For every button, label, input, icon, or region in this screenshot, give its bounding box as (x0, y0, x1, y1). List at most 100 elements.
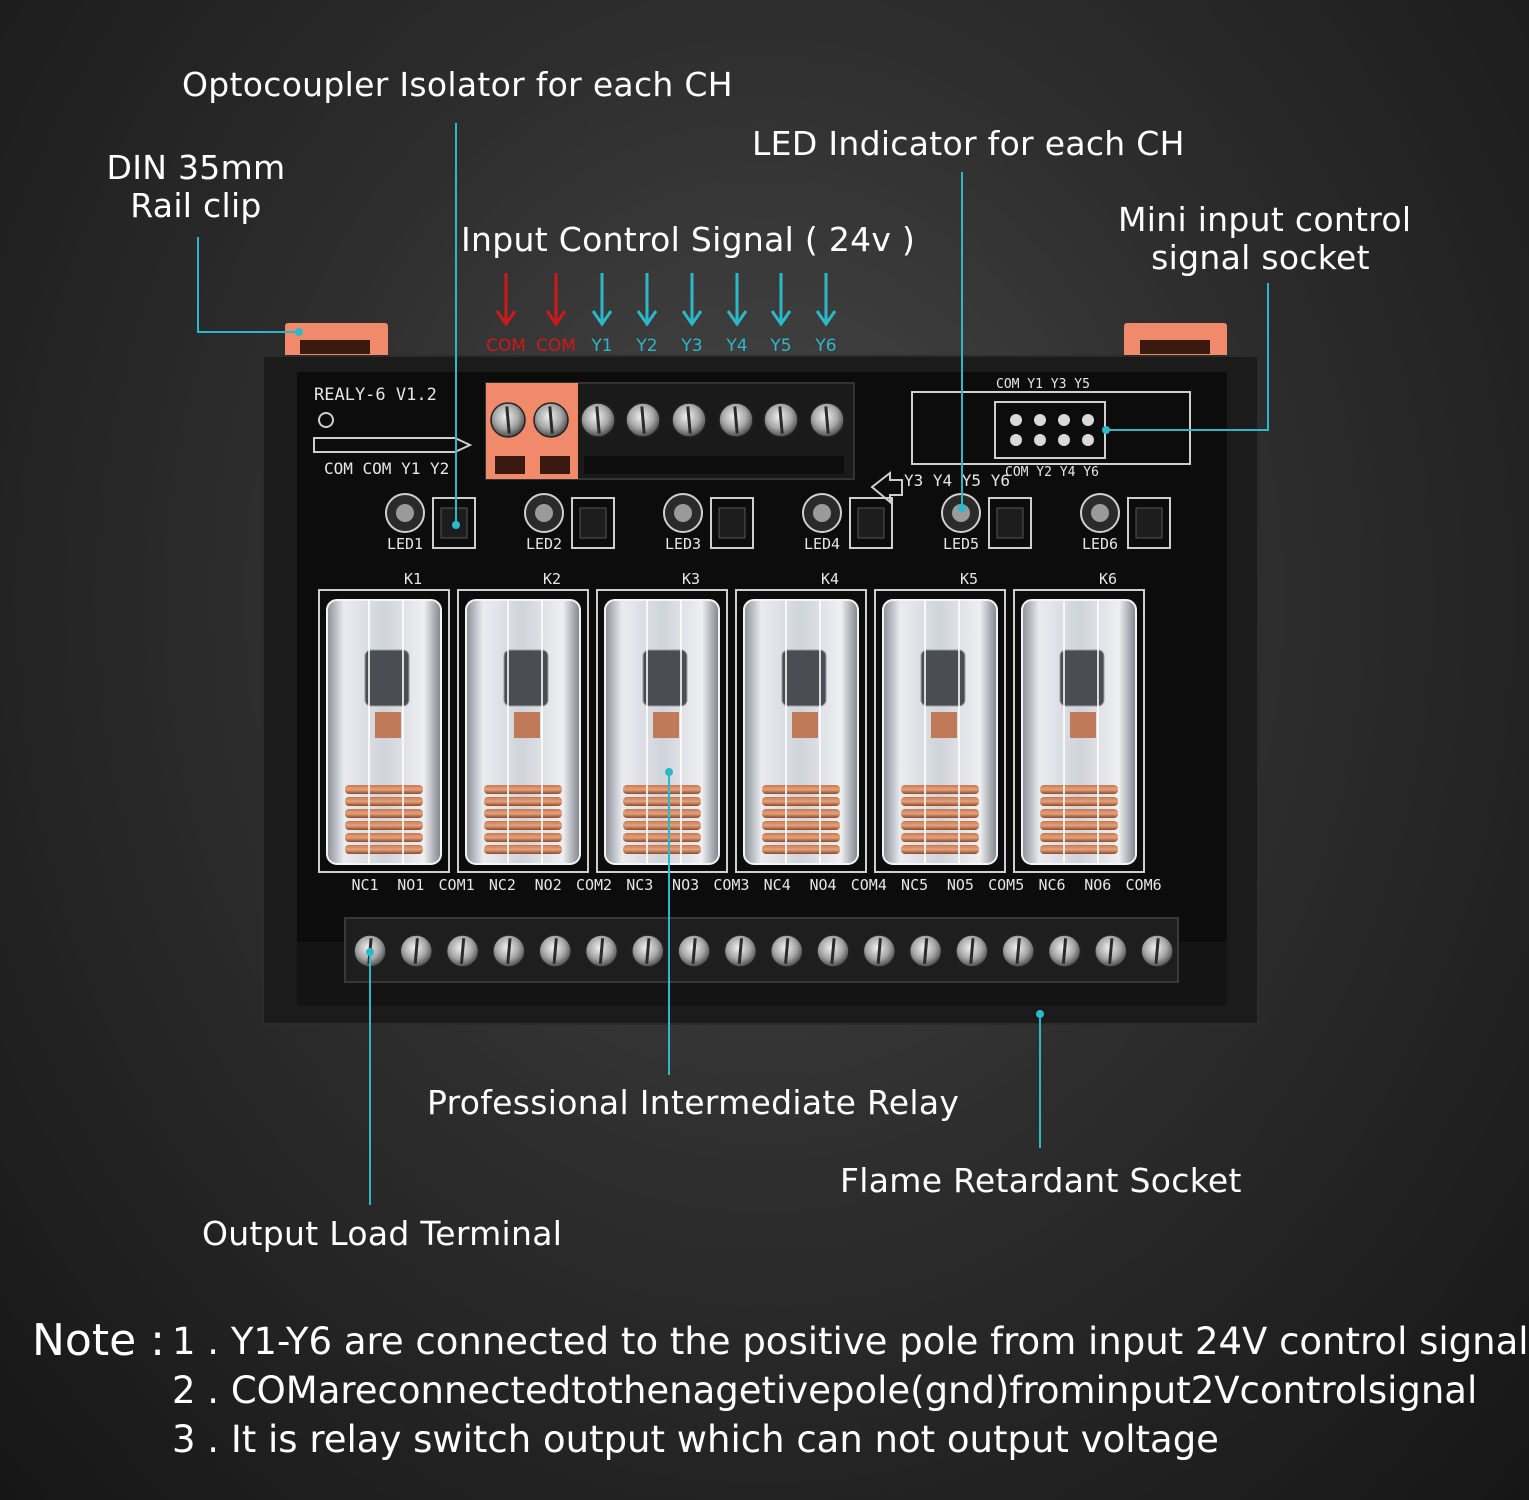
output-label-6: COM2 (576, 876, 612, 894)
mini-socket-pin (1058, 434, 1070, 446)
optocoupler-4 (849, 497, 893, 549)
callout-input-signal: Input Control Signal ( 24v ) (461, 220, 916, 259)
output-terminal-screw-8[interactable] (677, 934, 711, 968)
input-arrow-6 (726, 273, 748, 327)
led-indicator-3 (663, 493, 703, 533)
output-label-7: NC3 (626, 876, 653, 894)
mount-hole (318, 412, 334, 428)
relay-6 (1021, 599, 1137, 865)
board-model-label: REALY-6 V1.2 (314, 385, 437, 405)
relay-4 (743, 599, 859, 865)
callout-mini-socket-line2: signal socket (1151, 237, 1370, 277)
output-label-18: COM6 (1126, 876, 1162, 894)
optocoupler-2 (571, 497, 615, 549)
output-terminal-screw-16[interactable] (1047, 934, 1082, 968)
leader-dots (295, 328, 1110, 1018)
input-arrow-8 (815, 273, 837, 327)
input-terminal-screw-6[interactable] (718, 402, 754, 438)
output-terminal-screw-5[interactable] (538, 934, 572, 968)
pcb-silk-left: COM COM Y1 Y2 (324, 459, 449, 478)
output-terminal-screw-11[interactable] (816, 934, 850, 968)
relay-2 (465, 599, 581, 865)
input-arrow-4 (636, 273, 658, 327)
output-terminal-screw-12[interactable] (862, 934, 897, 968)
mini-socket-pin (1082, 434, 1094, 446)
output-label-17: NO6 (1084, 876, 1111, 894)
input-arrow-7 (770, 273, 792, 327)
callout-din-rail-line1: DIN 35mm (106, 148, 286, 187)
callout-din-rail-line2: Rail clip (130, 185, 262, 225)
input-terminal-screw-7[interactable] (763, 402, 799, 438)
optocoupler-3 (710, 497, 754, 549)
input-terminal-screw-5[interactable] (671, 402, 707, 438)
output-terminal-screw-10[interactable] (769, 934, 804, 968)
output-label-13: NC5 (901, 876, 928, 894)
output-label-2: NO1 (397, 876, 424, 894)
callout-mini-socket-line1: Mini input control (1118, 200, 1412, 239)
relay-label-1: K1 (404, 570, 422, 588)
relay-socket-3 (596, 589, 728, 873)
note-line-3: 3 . It is relay switch output which can … (172, 1418, 1219, 1461)
relay-socket-5 (874, 589, 1006, 873)
relay-socket-6 (1013, 589, 1145, 873)
input-terminal-screw-1[interactable] (490, 402, 526, 438)
output-terminal-screw-17[interactable] (1094, 934, 1128, 968)
led-label-6: LED6 (1082, 535, 1118, 553)
output-terminal-screw-13[interactable] (908, 934, 943, 968)
note-heading: Note : (32, 1315, 165, 1366)
leader-lines (197, 123, 1269, 1205)
input-terminal-label-1: COM (486, 336, 526, 356)
output-terminal-screw-15[interactable] (1001, 934, 1035, 968)
input-arrow-1 (495, 273, 517, 327)
relay-label-5: K5 (960, 570, 978, 588)
input-terminal-screw-8[interactable] (809, 402, 845, 438)
output-label-1: NC1 (351, 876, 378, 894)
pcb-arrow-right (870, 470, 903, 505)
optocoupler-5 (988, 497, 1032, 549)
pcb-arrow-left (313, 437, 473, 453)
relay-1 (326, 599, 442, 865)
led-label-4: LED4 (804, 535, 840, 553)
mini-socket-pin (1082, 414, 1094, 426)
input-terminal-screw-3[interactable] (580, 402, 616, 438)
output-label-4: NC2 (489, 876, 516, 894)
output-label-14: NO5 (947, 876, 974, 894)
input-terminal-screw-2[interactable] (533, 402, 569, 438)
input-terminal-label-2: COM (536, 336, 576, 356)
output-label-16: NC6 (1038, 876, 1065, 894)
relay-5 (882, 599, 998, 865)
output-label-3: COM1 (439, 876, 475, 894)
note-line-1: 1 . Y1-Y6 are connected to the positive … (172, 1320, 1529, 1363)
led-indicator-5 (941, 493, 981, 533)
output-terminal-screw-18[interactable] (1140, 934, 1174, 968)
relay-socket-1 (318, 589, 450, 873)
output-label-5: NO2 (535, 876, 562, 894)
output-terminal-screw-2[interactable] (399, 934, 434, 968)
output-terminal-screw-6[interactable] (584, 934, 619, 968)
input-terminal-label-6: Y4 (725, 336, 747, 356)
output-terminal-screw-4[interactable] (492, 934, 526, 968)
led-indicator-2 (524, 493, 564, 533)
led-label-3: LED3 (665, 535, 701, 553)
input-arrow-2 (545, 273, 567, 327)
din-rail-clip-right (1124, 323, 1227, 363)
output-terminal-screw-3[interactable] (445, 934, 480, 968)
output-terminal-screw-9[interactable] (723, 934, 758, 968)
callout-relay: Professional Intermediate Relay (427, 1083, 960, 1122)
mini-socket-pin (1010, 414, 1022, 426)
callout-din-rail: DIN 35mm Rail clip (106, 149, 286, 225)
input-terminal-label-5: Y3 (680, 336, 702, 356)
mini-socket-pin (1010, 434, 1022, 446)
output-terminal-screw-7[interactable] (631, 934, 665, 968)
output-terminal-block[interactable] (344, 917, 1179, 983)
output-terminal-screw-14[interactable] (955, 934, 989, 968)
relay-label-2: K2 (543, 570, 561, 588)
relay-socket-2 (457, 589, 589, 873)
input-terminal-label-3: Y1 (590, 336, 612, 356)
input-terminal-screw-4[interactable] (625, 402, 661, 438)
